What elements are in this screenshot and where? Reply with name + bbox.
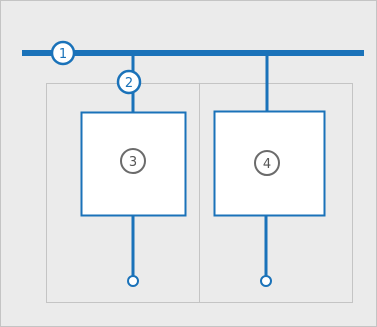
left-output-terminal: [127, 275, 139, 287]
marker-3-label: 3: [129, 155, 137, 170]
marker-1-label: 1: [59, 47, 67, 62]
marker-2-label: 2: [125, 76, 133, 91]
right-enclosure-panel: [199, 83, 353, 303]
marker-4-callout: 4: [254, 150, 280, 176]
marker-4-circle-icon: [254, 150, 280, 176]
marker-1-callout: 1: [50, 40, 76, 66]
right-output-terminal: [260, 275, 272, 287]
marker-2-circle-icon: [116, 69, 142, 95]
marker-3-circle-icon: [120, 148, 146, 174]
marker-4-label: 4: [263, 157, 271, 172]
marker-3-callout: 3: [120, 148, 146, 174]
marker-1-circle-icon: [50, 40, 76, 66]
marker-2-callout: 2: [116, 69, 142, 95]
